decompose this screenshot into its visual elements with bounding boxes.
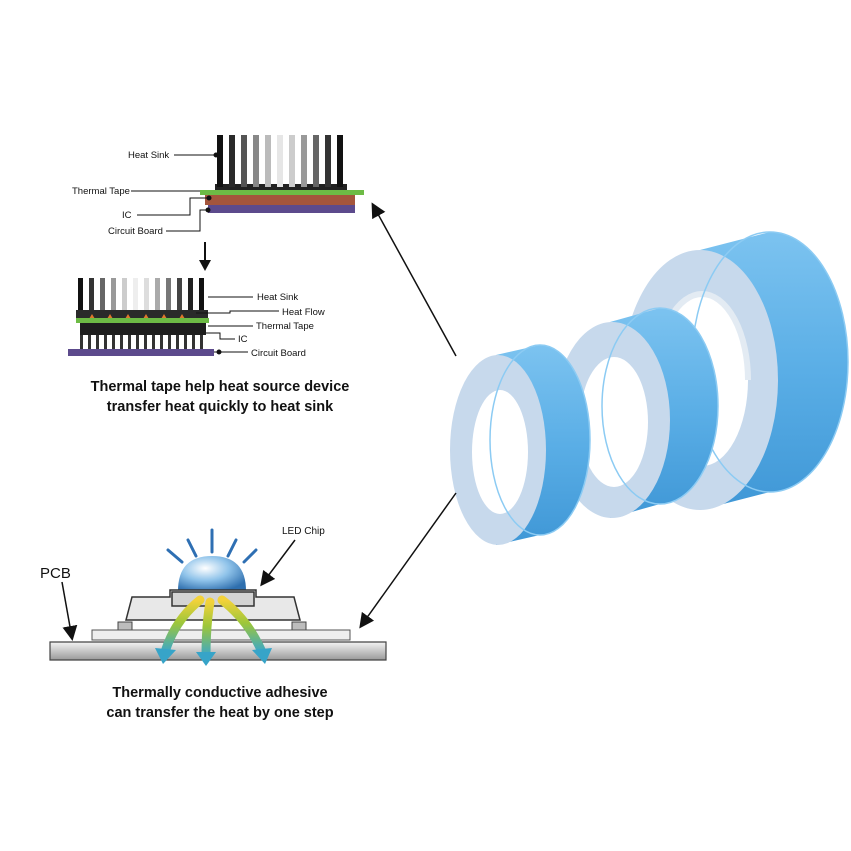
led-chip-leader bbox=[260, 539, 296, 587]
pcb-board bbox=[49, 641, 387, 661]
bottom-label-leaders bbox=[196, 296, 279, 355]
heat-flow-curved-arrows bbox=[160, 595, 267, 661]
bottom-thermal-tape-layer bbox=[76, 318, 209, 323]
bottom-ic-pins bbox=[80, 335, 203, 349]
top-label-leaders bbox=[131, 152, 219, 232]
top-caption-line2: transfer heat quickly to heat sink bbox=[106, 399, 334, 415]
top-thermal-tape-layer bbox=[200, 190, 364, 195]
label-circuit-board-2: Circuit Board bbox=[251, 348, 306, 359]
bottom-circuit-board-layer bbox=[68, 349, 214, 356]
arrow-to-led-diagram bbox=[359, 492, 457, 629]
label-pcb: PCB bbox=[40, 565, 71, 582]
bottom-heat-sink-fins bbox=[78, 278, 204, 312]
top-caption-line1: Thermal tape help heat source device bbox=[90, 379, 350, 395]
down-arrow-icon bbox=[199, 242, 211, 271]
tape-roll-small bbox=[450, 344, 591, 545]
label-led-chip: LED Chip bbox=[282, 526, 325, 537]
top-caption: Thermal tape help heat source device tra… bbox=[40, 377, 400, 417]
label-circuit-board: Circuit Board bbox=[108, 226, 163, 237]
led-dome bbox=[178, 556, 246, 591]
label-heat-flow: Heat Flow bbox=[282, 307, 325, 318]
tape-roll-medium bbox=[554, 307, 719, 518]
label-ic-2: IC bbox=[238, 334, 248, 345]
led-caption-line2: can transfer the heat by one step bbox=[106, 705, 334, 721]
pcb-leader bbox=[61, 581, 78, 641]
top-circuit-board-layer bbox=[208, 205, 355, 213]
label-thermal-tape-2: Thermal Tape bbox=[256, 321, 314, 332]
top-heat-sink bbox=[215, 135, 347, 194]
led-caption-line1: Thermally conductive adhesive bbox=[112, 685, 328, 701]
top-heat-sink-fins bbox=[217, 135, 343, 187]
led-caption: Thermally conductive adhesive can transf… bbox=[40, 683, 400, 723]
label-heat-sink-2: Heat Sink bbox=[257, 292, 298, 303]
arrow-to-top-diagram bbox=[371, 202, 457, 357]
bottom-heat-sink bbox=[76, 278, 208, 318]
label-thermal-tape: Thermal Tape bbox=[72, 186, 130, 197]
label-ic: IC bbox=[122, 210, 132, 221]
led-light-rays bbox=[166, 528, 258, 564]
label-heat-sink: Heat Sink bbox=[128, 150, 169, 161]
top-ic-layer bbox=[205, 195, 355, 205]
bottom-ic-layer bbox=[80, 323, 206, 335]
heat-flow-arrowheads bbox=[155, 648, 272, 666]
led-substrate bbox=[91, 629, 351, 641]
